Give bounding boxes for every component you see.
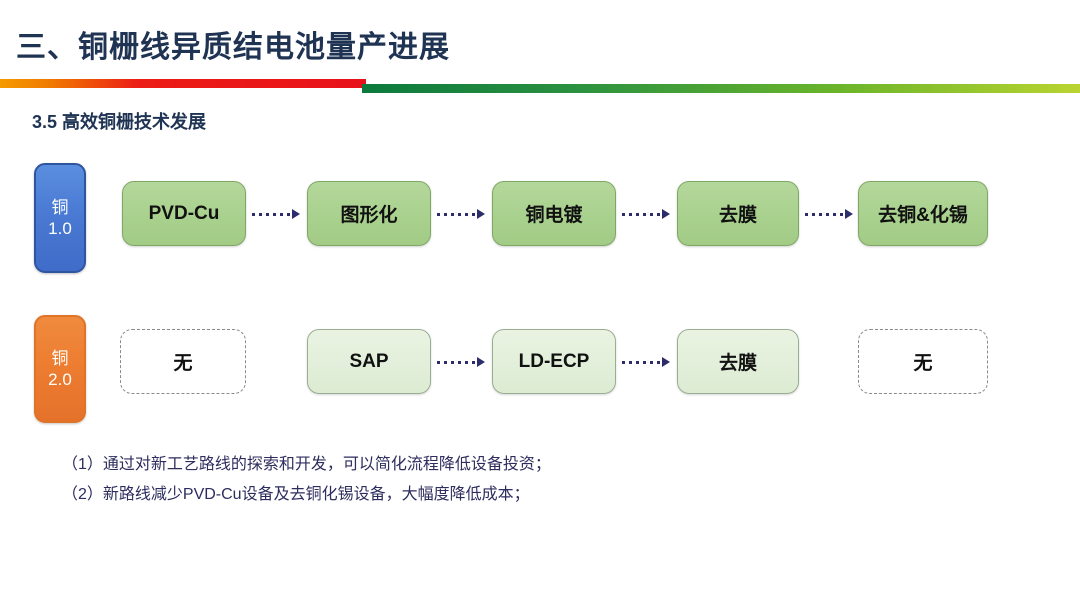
- section-subtitle: 3.5 高效铜栅技术发展: [32, 112, 207, 132]
- flow-row-cu-2-0: 铜 2.0 无 SAP LD-ECP 去膜 无: [0, 302, 1080, 432]
- page-title: 三、铜栅线异质结电池量产进展: [16, 31, 450, 64]
- arrow-line: [437, 212, 476, 216]
- flow-row-cu-1-0: 铜 1.0 PVD-Cu 图形化 铜电镀 去膜 去铜&化锡: [0, 155, 1080, 285]
- arrow-head-icon: [292, 209, 300, 219]
- arrow-line: [622, 360, 661, 364]
- arrow-line: [805, 212, 844, 216]
- note-line-1: （1）通过对新工艺路线的探索和开发，可以简化流程降低设备投资；: [62, 456, 551, 473]
- process-step-ld-ecp[interactable]: LD-ECP: [492, 329, 616, 394]
- process-step-none-end[interactable]: 无: [858, 329, 988, 394]
- divider-segment-warm: [0, 79, 366, 88]
- process-step-film-removal-2[interactable]: 去膜: [677, 329, 799, 394]
- flow-arrow-2-1: [437, 356, 485, 368]
- arrow-line: [437, 360, 476, 364]
- arrow-head-icon: [662, 357, 670, 367]
- notes-block: （1）通过对新工艺路线的探索和开发，可以简化流程降低设备投资； （2）新路线减少…: [62, 450, 1002, 510]
- flow-arrow-1-3: [622, 208, 670, 220]
- process-step-decopper-tinning[interactable]: 去铜&化锡: [858, 181, 988, 246]
- process-step-sap[interactable]: SAP: [307, 329, 431, 394]
- process-step-patterning[interactable]: 图形化: [307, 181, 431, 246]
- title-divider-bar: [0, 79, 1080, 95]
- process-step-none-start[interactable]: 无: [120, 329, 246, 394]
- arrow-line: [252, 212, 291, 216]
- flow-badge-label-bottom: 1.0: [48, 219, 72, 238]
- flow-badge-label-bottom: 2.0: [48, 370, 72, 389]
- flow-arrow-1-4: [805, 208, 853, 220]
- note-line-2: （2）新路线减少PVD-Cu设备及去铜化锡设备，大幅度降低成本；: [62, 486, 530, 503]
- arrow-head-icon: [477, 357, 485, 367]
- arrow-line: [622, 212, 661, 216]
- flow-arrow-2-2: [622, 356, 670, 368]
- divider-segment-green: [362, 84, 1080, 93]
- arrow-head-icon: [477, 209, 485, 219]
- process-step-film-removal[interactable]: 去膜: [677, 181, 799, 246]
- flow-arrow-1-1: [252, 208, 300, 220]
- flow-badge-cu-2-0: 铜 2.0: [34, 315, 86, 423]
- flow-badge-label-top: 铜: [51, 348, 69, 368]
- flow-badge-label-top: 铜: [51, 197, 69, 217]
- flow-badge-cu-1-0: 铜 1.0: [34, 163, 86, 273]
- process-step-copper-plating[interactable]: 铜电镀: [492, 181, 616, 246]
- process-step-pvd-cu[interactable]: PVD-Cu: [122, 181, 246, 246]
- arrow-head-icon: [845, 209, 853, 219]
- flow-arrow-1-2: [437, 208, 485, 220]
- arrow-head-icon: [662, 209, 670, 219]
